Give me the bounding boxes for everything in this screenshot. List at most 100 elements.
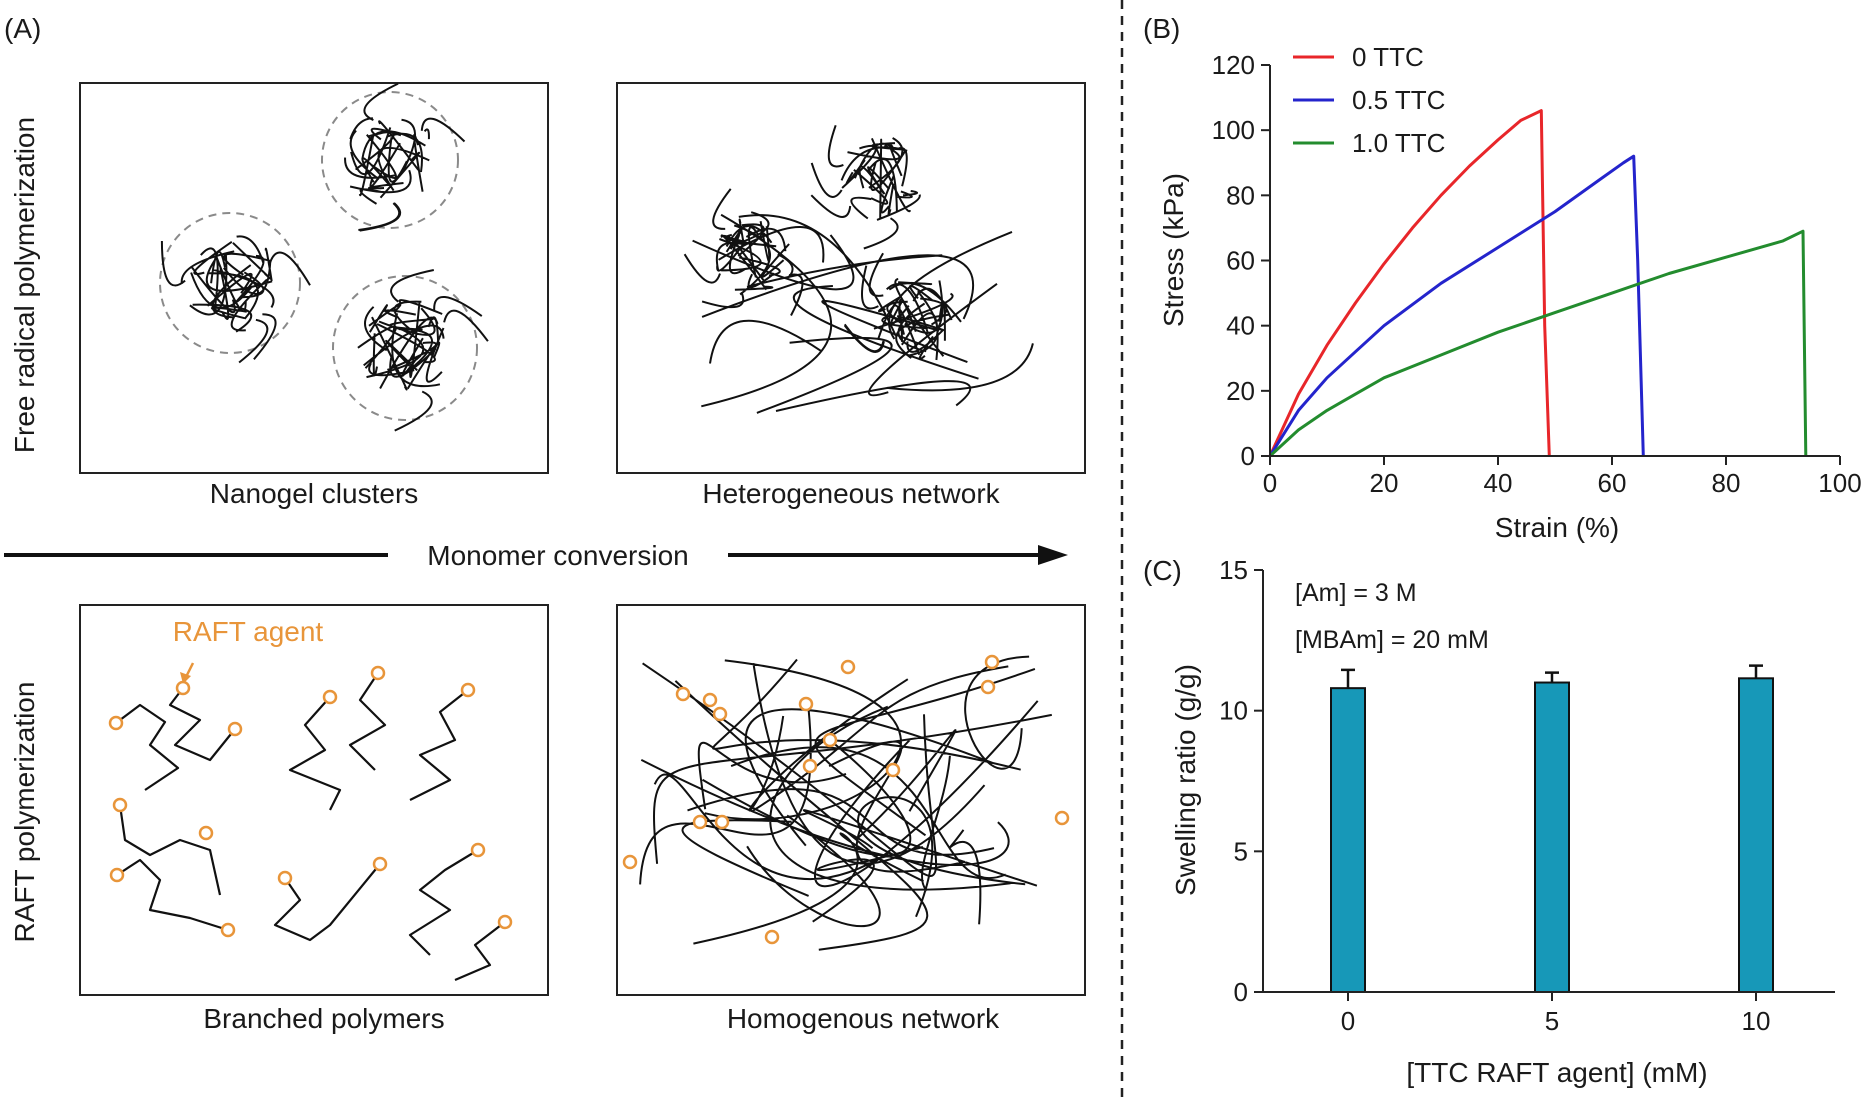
polymer-coil (840, 137, 921, 221)
box-homogenous-network (616, 604, 1086, 996)
raft-agent-end (822, 732, 838, 748)
raft-agent-end (714, 814, 730, 830)
polymer-chain (116, 858, 229, 932)
raft-agent-end (109, 867, 125, 883)
polymer-chain (168, 687, 236, 762)
polymer-chain (408, 849, 479, 956)
chart-c-x-tick-label: 10 (1742, 1006, 1771, 1036)
chart-c-annotation-mbam: [MBAm] = 20 mM (1295, 626, 1489, 654)
polymer-coil (180, 235, 275, 333)
chart-b-x-tick-label: 0 (1263, 468, 1277, 498)
swelling-ratio-chart: 0 5 10 15 0 5 10 (1219, 555, 1835, 1036)
chart-c-y-tick-label: 5 (1234, 836, 1248, 866)
polymer-chain (115, 703, 180, 791)
box-heterogeneous-network (616, 82, 1086, 474)
panel-b: (B) 0 20 40 60 80 100 0 20 40 60 80 100 120 0 TTC 0.5 … (1143, 13, 1862, 543)
raft-agent-end (764, 929, 780, 945)
polymer-chain (288, 696, 342, 811)
chart-c-y-tick-label: 10 (1219, 696, 1248, 726)
raft-agent-end (460, 682, 476, 698)
chart-c-xlabel: [TTC RAFT agent] (mM) (1406, 1057, 1707, 1088)
homogenous-network-drawing (622, 654, 1070, 951)
polymer-chain (409, 689, 469, 801)
chart-c-ylabel: Swelling ratio (g/g) (1170, 664, 1201, 896)
raft-agent-end (675, 686, 691, 702)
raft-agent-end (322, 689, 338, 705)
raft-agent-end (702, 692, 718, 708)
raft-agent-end (470, 842, 486, 858)
legend-label-1: 0 TTC (1352, 42, 1424, 72)
legend-label-2: 0.5 TTC (1352, 85, 1445, 115)
row-label-raft: RAFT polymerization (9, 682, 40, 943)
error-bar-5 (1545, 671, 1559, 683)
chart-b-x-tick-label: 60 (1598, 468, 1627, 498)
raft-agent-end (175, 680, 191, 696)
raft-agent-end (497, 914, 513, 930)
polymer-tail (843, 252, 885, 353)
chart-b-y-tick-label: 120 (1212, 50, 1255, 80)
nanogel-boundary (321, 91, 459, 229)
chart-b-x-tick-label: 100 (1818, 468, 1861, 498)
polymer-tail (810, 124, 899, 250)
chart-b-xlabel: Strain (%) (1495, 512, 1619, 543)
raft-agent-end (1054, 810, 1070, 826)
chart-b-y-tick-label: 0 (1241, 441, 1255, 471)
chart-b-y-tick-label: 40 (1226, 311, 1255, 341)
chart-b-y-tick-label: 100 (1212, 115, 1255, 145)
raft-agent-end (220, 922, 236, 938)
raft-agent-end (984, 654, 1000, 670)
bar-5 (1534, 681, 1570, 993)
chart-b-x-tick-label: 20 (1370, 468, 1399, 498)
arrow-head-icon (1038, 545, 1068, 565)
raft-agent-end (840, 659, 856, 675)
raft-agent-end (112, 797, 128, 813)
caption-nanogel-clusters: Nanogel clusters (210, 478, 419, 509)
network-strands (692, 213, 1034, 414)
polymer-coil (357, 299, 445, 391)
raft-agent-end (277, 870, 293, 886)
series-line-2 (1268, 154, 1645, 457)
stress-strain-chart: 0 20 40 60 80 100 0 20 40 60 80 100 120 0 TTC 0.5 TTC 1… (1212, 42, 1862, 498)
branched-polymers-drawing (108, 665, 513, 982)
bar-0 (1330, 687, 1366, 993)
error-bar-10 (1749, 664, 1763, 679)
polymer-coil (715, 211, 794, 296)
raft-agent-end (622, 854, 638, 870)
chart-b-x-tick-label: 40 (1484, 468, 1513, 498)
chart-b-y-tick-label: 20 (1226, 376, 1255, 406)
chart-b-x-tick-label: 80 (1712, 468, 1741, 498)
chart-c-x-tick-label: 5 (1545, 1006, 1559, 1036)
legend-label-3: 1.0 TTC (1352, 128, 1445, 158)
series-line-3 (1268, 229, 1808, 458)
caption-homogenous-network: Homogenous network (727, 1003, 1000, 1034)
panel-b-label: (B) (1143, 13, 1180, 44)
box-branched-polymers (79, 604, 549, 996)
chart-b-y-tick-label: 80 (1226, 180, 1255, 210)
raft-agent-end (802, 758, 818, 774)
chart-c-y-tick-label: 15 (1219, 555, 1248, 585)
arrow-label: Monomer conversion (427, 540, 688, 571)
chart-c-y-tick-label: 0 (1234, 977, 1248, 1007)
polymer-chain (118, 804, 222, 896)
nanogel-coils-drawing (159, 82, 489, 432)
chart-c-x-tick-label: 0 (1341, 1006, 1355, 1036)
raft-agent-end (370, 665, 386, 681)
caption-branched-polymers: Branched polymers (203, 1003, 444, 1034)
raft-agent-end (980, 679, 996, 695)
bar-10 (1738, 677, 1774, 994)
chart-b-ylabel: Stress (kPa) (1158, 173, 1189, 327)
polymer-chain (454, 921, 506, 982)
chart-b-y-tick-label: 60 (1226, 246, 1255, 276)
raft-agent-end (885, 762, 901, 778)
polymer-chain (273, 863, 381, 942)
polymer-chain (348, 672, 387, 771)
raft-agent-end (692, 814, 708, 830)
error-bar-0 (1341, 668, 1355, 689)
series-line-1 (1268, 109, 1551, 457)
panel-a-label: (A) (4, 13, 41, 44)
row-label-free-radical: Free radical polymerization (9, 117, 40, 453)
box-nanogel-clusters (79, 82, 549, 474)
raft-agent-end (108, 715, 124, 731)
